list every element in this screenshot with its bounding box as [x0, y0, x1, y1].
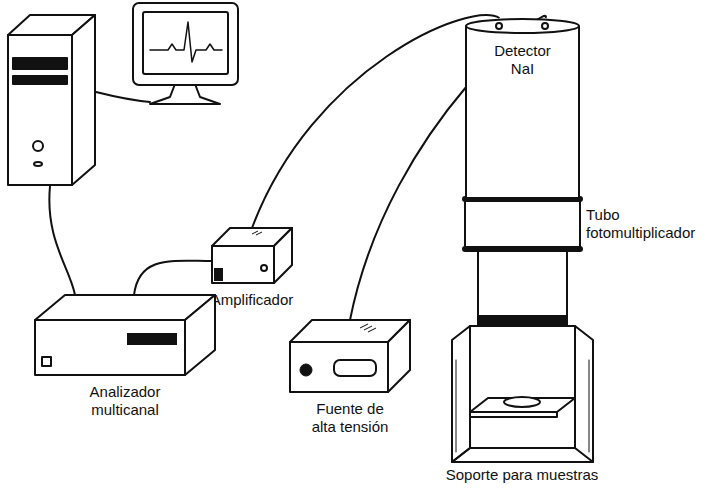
amplifier-unit-outline-part	[274, 228, 292, 283]
cable	[134, 261, 212, 295]
nai-detector-outline-part	[466, 19, 579, 33]
nai-detector-outline-part	[542, 23, 548, 29]
multichannel-analyzer-outline-part	[42, 357, 51, 366]
nai-detector: Detector NaI	[465, 18, 580, 198]
sample-holder-part	[452, 461, 593, 463]
sample-holder-part	[452, 326, 470, 462]
high-voltage-supply-outline-part	[364, 326, 372, 330]
device-label: Amplificador	[211, 291, 294, 309]
photomultiplier-tube-part	[465, 198, 580, 250]
sample-holder-part	[504, 397, 540, 407]
multichannel-analyzer-outline-part	[35, 320, 185, 375]
sample-holder-part	[456, 360, 457, 452]
amplifier-unit-outline-part	[214, 268, 223, 281]
nai-detector-outline-part	[496, 23, 502, 29]
sample-holder	[452, 326, 593, 462]
monitor-part	[133, 3, 238, 85]
high-voltage-supply-outline-part	[290, 342, 388, 392]
sample-holder-part	[575, 326, 593, 462]
high-voltage-supply-outline-part	[368, 328, 376, 332]
cable-part	[49, 186, 75, 295]
computer-tower-part	[13, 76, 67, 84]
amplifier-unit-outline-part	[212, 246, 274, 283]
device-label: Analizador multicanal	[75, 383, 175, 419]
computer-tower-part	[13, 58, 67, 69]
high-voltage-supply-outline-part	[360, 324, 368, 328]
nai-detector-outline-part	[466, 26, 579, 198]
computer-tower-part	[34, 162, 42, 166]
amplifier-unit-outline	[212, 228, 292, 283]
part-label: Soporte para muestras	[432, 466, 612, 484]
amplifier-unit-outline-part	[256, 232, 262, 235]
monitor-part	[150, 84, 220, 104]
high-voltage-supply: Fuente de alta tensión	[290, 320, 410, 392]
photomultiplier-tube-part	[478, 316, 567, 325]
multichannel-analyzer-outline	[35, 295, 215, 375]
multichannel-analyzer-outline-part	[185, 295, 215, 375]
computer-tower	[8, 15, 95, 185]
sample-holder-part	[452, 448, 470, 462]
detector-label: Detector NaI	[485, 42, 561, 78]
part-label: Tubo fotomultiplicador	[586, 206, 708, 242]
cable	[252, 15, 500, 228]
high-voltage-supply-outline-part	[334, 360, 376, 376]
multichannel-analyzer-outline-part	[127, 333, 177, 345]
amplifier-unit-outline-part	[252, 231, 258, 234]
multichannel-analyzer: Analizador multicanal	[35, 295, 215, 375]
photomultiplier-tube	[465, 198, 580, 330]
sample-holder-part	[470, 398, 575, 412]
monitor-part	[143, 12, 228, 74]
amplifier-unit-outline-part	[261, 265, 267, 271]
high-voltage-supply-outline	[290, 320, 410, 392]
computer-tower-part	[33, 141, 43, 151]
cable-part	[96, 92, 150, 102]
high-voltage-supply-outline-part	[300, 364, 312, 376]
device-label: Fuente de alta tensión	[304, 400, 396, 436]
computer-tower-part	[72, 15, 95, 185]
amplifier-unit: Amplificador	[212, 228, 292, 283]
sample-holder-part	[470, 326, 575, 448]
cable	[49, 92, 150, 295]
photomultiplier-tube-part	[478, 250, 567, 330]
computer-tower-part	[8, 35, 72, 185]
sample-holder-part	[470, 412, 557, 417]
high-voltage-supply-outline-part	[388, 320, 410, 392]
monitor	[133, 3, 238, 104]
monitor-part	[150, 22, 222, 62]
photomultiplier-tube-part	[465, 246, 580, 252]
sample-holder-part	[589, 360, 590, 452]
